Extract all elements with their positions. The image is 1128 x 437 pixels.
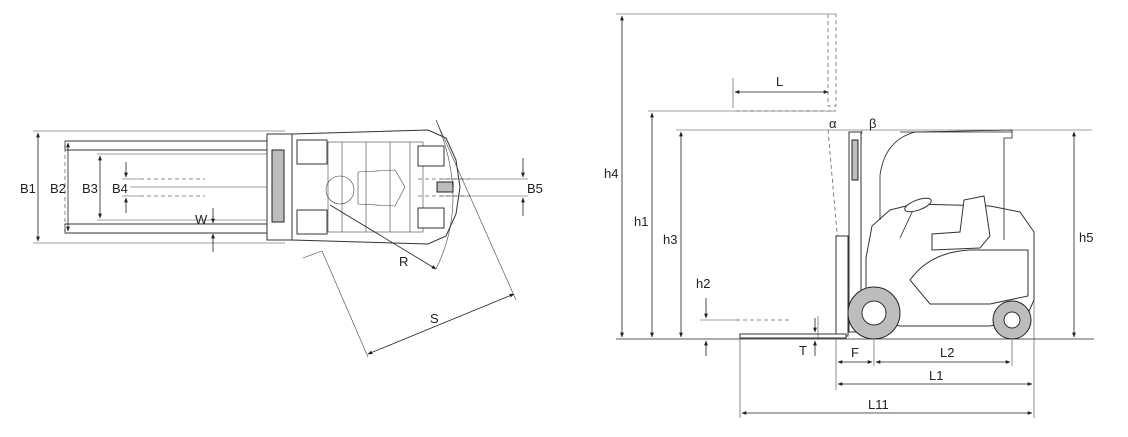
mast-profile xyxy=(271,149,285,223)
fork-carriage xyxy=(835,235,849,337)
steering-wheel-side xyxy=(904,197,932,213)
rear-wheel-top xyxy=(417,145,445,167)
label-b5: B5 xyxy=(527,181,543,196)
steering-wheel-top xyxy=(325,175,355,205)
label-h3: h3 xyxy=(663,232,677,247)
label-r: R xyxy=(399,254,408,269)
side-view: h4 h1 h3 h2 h5 L α β xyxy=(604,13,1094,418)
overhead-guard xyxy=(879,129,1013,240)
r-radius-line xyxy=(329,204,437,270)
rear-axle-hub xyxy=(436,181,454,193)
label-t: T xyxy=(799,343,807,358)
label-l: L xyxy=(776,74,783,89)
s-ext-left-a xyxy=(302,250,323,259)
label-beta: β xyxy=(869,116,876,131)
s-dimension xyxy=(367,293,515,355)
label-b3: B3 xyxy=(82,181,98,196)
fork-top xyxy=(64,140,271,151)
fork-bottom xyxy=(64,223,271,234)
label-s: S xyxy=(430,311,439,326)
rear-hub xyxy=(1003,311,1021,329)
s-ext-right xyxy=(435,119,517,301)
label-f: F xyxy=(851,345,859,360)
s-ext-left xyxy=(321,250,369,358)
fork-side xyxy=(739,333,847,339)
label-h4: h4 xyxy=(604,166,618,181)
label-w: W xyxy=(195,212,208,227)
label-b2: B2 xyxy=(50,181,66,196)
label-b4: B4 xyxy=(112,181,128,196)
front-hub xyxy=(861,300,887,326)
label-l11: L11 xyxy=(868,397,889,412)
label-l2: L2 xyxy=(940,345,954,360)
seat-side xyxy=(931,195,991,251)
label-l1: L1 xyxy=(929,368,943,383)
label-h2: h2 xyxy=(696,276,710,291)
lift-cylinder xyxy=(851,139,859,181)
label-b1: B1 xyxy=(20,181,36,196)
top-view: B1 B2 B3 B4 B5 W R S xyxy=(20,119,543,358)
mast xyxy=(848,131,862,333)
seat-top xyxy=(357,169,406,207)
label-h5: h5 xyxy=(1079,230,1093,245)
raised-mast xyxy=(827,14,837,107)
label-h1: h1 xyxy=(634,214,648,229)
front-wheel-top xyxy=(296,139,328,165)
turning-arc xyxy=(435,119,454,270)
rear-wheel-bottom xyxy=(417,207,445,229)
counterweight xyxy=(909,249,1029,305)
label-alpha: α xyxy=(829,116,837,131)
overhead-guard-top xyxy=(327,141,424,233)
front-wheel-bottom xyxy=(296,209,328,235)
